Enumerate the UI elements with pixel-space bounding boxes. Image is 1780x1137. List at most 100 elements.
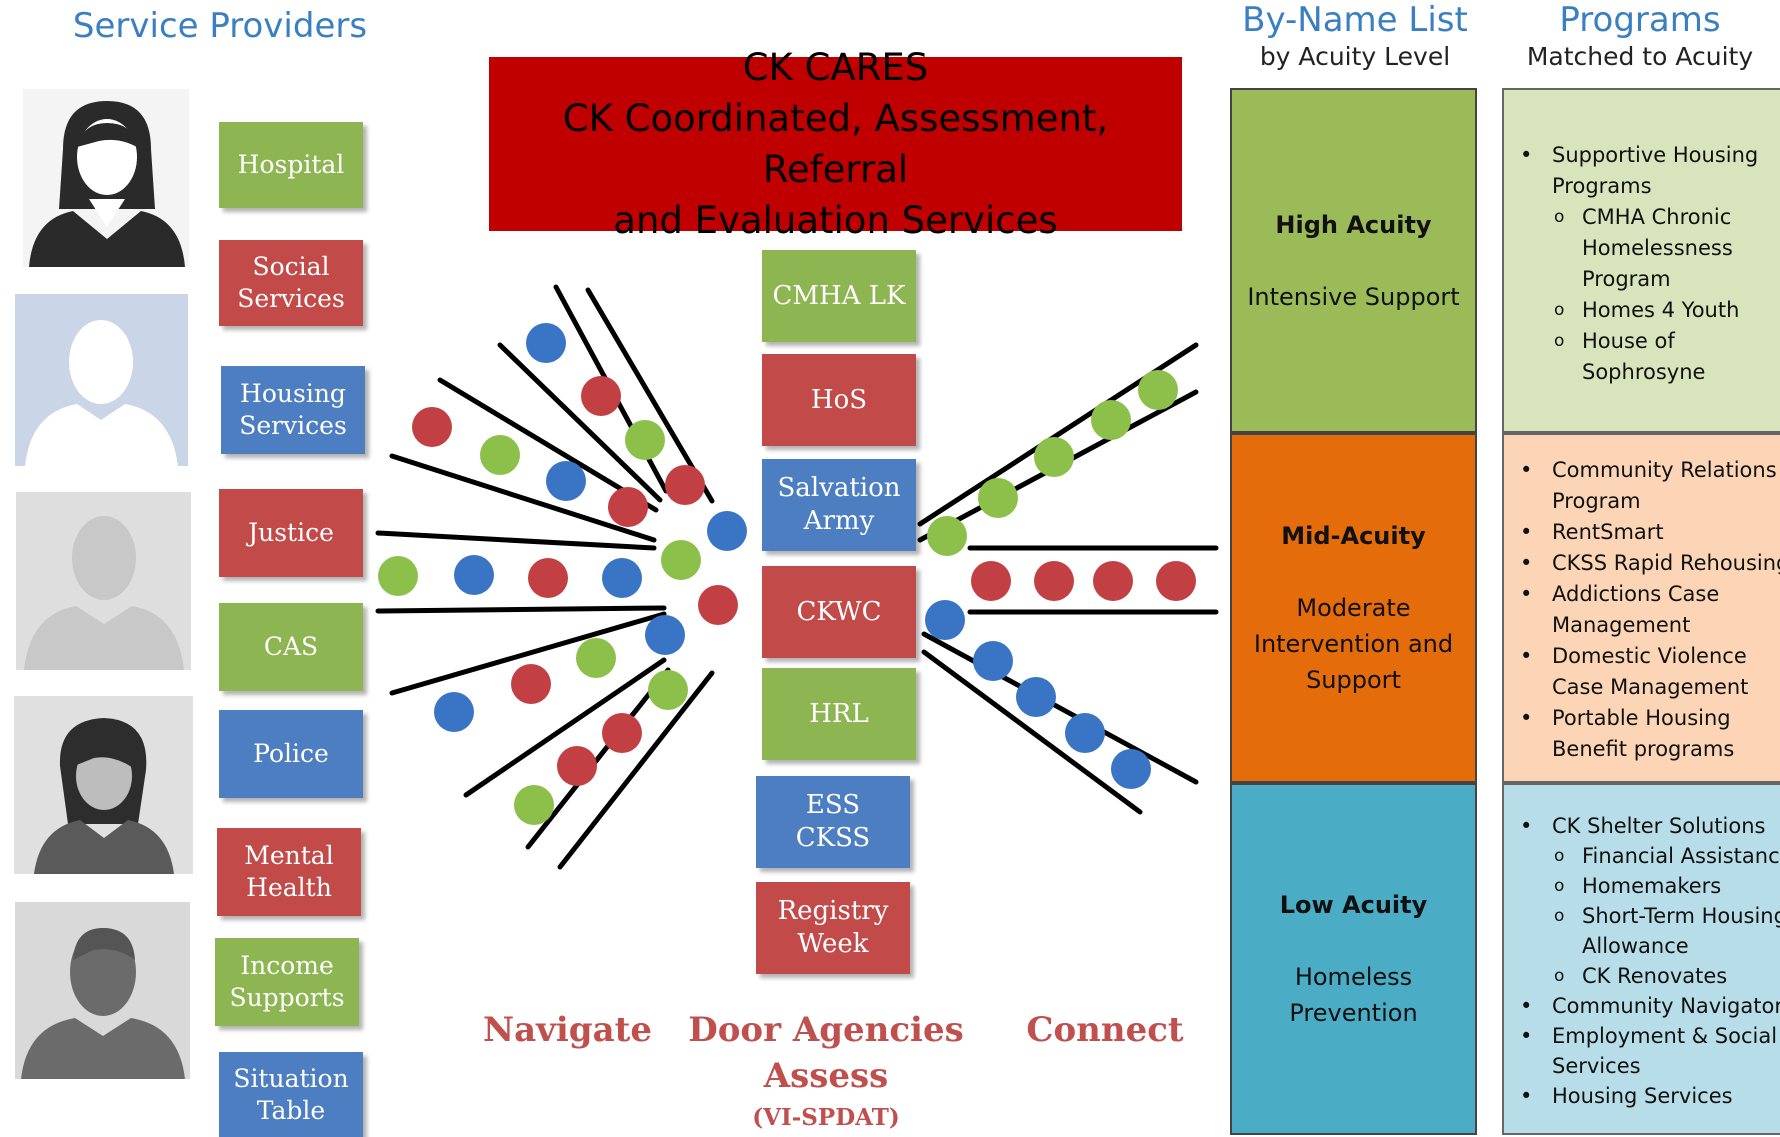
- program-subitem: Homes 4 Youth: [1518, 295, 1780, 326]
- dot-green: [661, 540, 701, 580]
- dot-green: [625, 420, 665, 460]
- provider-housing-services: Housing Services: [221, 366, 365, 454]
- navigate-funnel-lines: [375, 284, 715, 870]
- provider-social-services: Social Services: [219, 240, 363, 326]
- by-name-list-subtitle: by Acuity Level: [1259, 42, 1451, 71]
- dot-red: [665, 465, 705, 505]
- door-cmha-lk: CMHA LK: [762, 250, 916, 342]
- program-item: Addictions Case: [1518, 579, 1780, 610]
- avatar-woman-icon: [23, 89, 189, 267]
- dot-red: [528, 558, 568, 598]
- connect-line: [921, 649, 1143, 815]
- funnel-line: [585, 287, 715, 504]
- banner-subtitle-line2: and Evaluation Services: [613, 199, 1058, 242]
- dot-red: [1093, 561, 1133, 601]
- dot-blue: [1016, 677, 1056, 717]
- dot-red: [602, 713, 642, 753]
- banner-subtitle-line1: CK Coordinated, Assessment, Referral: [562, 97, 1109, 191]
- program-item: Domestic Violence: [1518, 641, 1780, 672]
- program-subitem: Financial Assistance: [1518, 841, 1780, 871]
- program-item: Supportive Housing: [1518, 140, 1780, 171]
- dot-blue: [1065, 713, 1105, 753]
- provider-police: Police: [219, 710, 363, 798]
- dot-red: [608, 487, 648, 527]
- provider-income-supports: Income Supports: [215, 938, 359, 1026]
- dot-red: [412, 407, 452, 447]
- dot-green: [480, 435, 520, 475]
- program-subitem-cont: Allowance: [1582, 934, 1689, 958]
- connect-dots: [925, 370, 1196, 789]
- funnel-line: [375, 605, 667, 614]
- dot-red: [698, 585, 738, 625]
- banner-title: CK CARES: [742, 46, 929, 89]
- acuity-high-desc: Intensive Support: [1247, 282, 1460, 311]
- avatar-man-dark-icon: [15, 902, 190, 1079]
- dot-green: [514, 785, 554, 825]
- acuity-low-desc: Homeless Prevention: [1289, 963, 1418, 1027]
- dot-blue: [602, 558, 642, 598]
- step-vi-spdat: (VI-SPDAT): [752, 1104, 900, 1131]
- dot-blue: [707, 511, 747, 551]
- program-subitem-cont: Sophrosyne: [1582, 360, 1706, 384]
- dot-blue: [925, 600, 965, 640]
- funnel-line: [463, 657, 667, 798]
- dot-green: [576, 638, 616, 678]
- program-subitem: Homemakers: [1518, 871, 1780, 901]
- dot-green: [1091, 400, 1131, 440]
- dot-green: [1034, 437, 1074, 477]
- acuity-mid-name: Mid-Acuity: [1281, 522, 1426, 550]
- avatar-man-gray-icon: [16, 492, 191, 670]
- ck-cares-banner: CK CARES CK Coordinated, Assessment, Ref…: [489, 46, 1182, 242]
- program-item-cont: Services: [1552, 1054, 1641, 1078]
- provider-justice: Justice: [219, 489, 363, 577]
- funnel-line: [525, 667, 671, 850]
- dot-red: [557, 746, 597, 786]
- program-item-cont: Management: [1552, 613, 1691, 637]
- connect-lines: [917, 342, 1219, 815]
- provider-hospital: Hospital: [219, 122, 363, 208]
- provider-mental-health: Mental Health: [217, 828, 361, 916]
- dot-blue: [434, 692, 474, 732]
- program-subitem: CK Renovates: [1518, 961, 1780, 991]
- acuity-low-name: Low Acuity: [1279, 891, 1428, 919]
- program-item-cont: Program: [1552, 489, 1641, 513]
- dot-red: [1156, 561, 1196, 601]
- door-ckwc: CKWC: [762, 566, 916, 658]
- door-ess-ckss: ESS CKSS: [756, 776, 910, 868]
- step-door-agencies: Door Agencies: [688, 1010, 964, 1050]
- avatar-silhouette-icon: [15, 294, 188, 466]
- funnel-line: [557, 670, 715, 870]
- dot-blue: [1111, 749, 1151, 789]
- funnel-line: [497, 342, 663, 503]
- program-item: RentSmart: [1518, 517, 1780, 548]
- navigate-dots: [378, 323, 747, 825]
- dot-green: [927, 516, 967, 556]
- connect-line: [921, 631, 1199, 785]
- programs-title: Programs: [1559, 0, 1721, 40]
- program-item-cont: Benefit programs: [1552, 737, 1735, 761]
- door-salvation-army: Salvation Army: [762, 459, 916, 551]
- by-name-list-title: By-Name List: [1242, 0, 1468, 40]
- programs-subtitle: Matched to Acuity: [1526, 42, 1754, 71]
- dot-green: [1138, 370, 1178, 410]
- program-subitem: CMHA Chronic: [1518, 202, 1780, 233]
- program-subitem-cont: Homelessness: [1582, 236, 1733, 260]
- program-item: CK Shelter Solutions: [1518, 811, 1780, 841]
- program-item: Housing Services: [1518, 1081, 1780, 1111]
- program-subitem: Short-Term Housing: [1518, 901, 1780, 931]
- funnel-line: [375, 530, 657, 551]
- dot-red: [581, 376, 621, 416]
- dot-blue: [645, 615, 685, 655]
- program-item: Portable Housing: [1518, 703, 1780, 734]
- provider-cas: CAS: [219, 603, 363, 691]
- funnel-line: [389, 611, 667, 696]
- funnel-line: [437, 377, 659, 513]
- funnel-line: [389, 453, 657, 543]
- program-item: CKSS Rapid Rehousing: [1518, 548, 1780, 579]
- dot-blue: [526, 323, 566, 363]
- program-item-cont: Programs: [1552, 174, 1652, 198]
- service-providers-title: Service Providers: [72, 6, 368, 46]
- door-hos: HoS: [762, 354, 916, 446]
- dot-green: [648, 670, 688, 710]
- acuity-high-name: High Acuity: [1275, 210, 1432, 239]
